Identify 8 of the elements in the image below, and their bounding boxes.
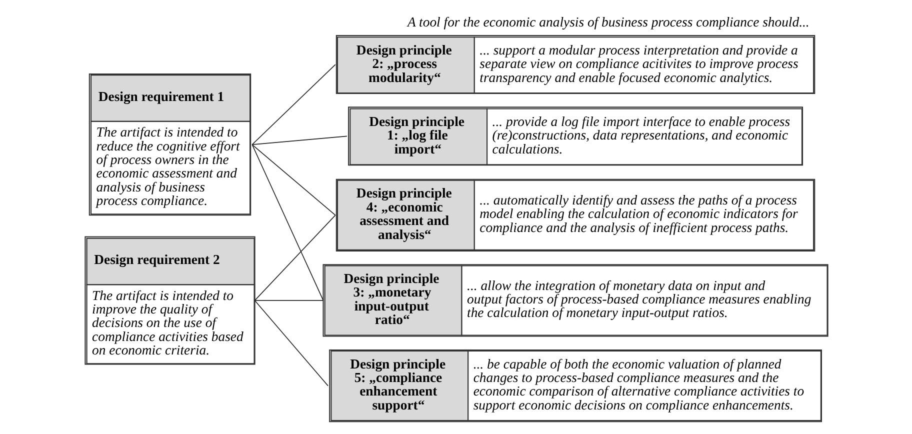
connector [251,136,347,145]
connector [251,144,336,216]
connector [251,144,324,301]
connector [254,300,328,386]
diagram-title: A tool for the economic analysis of business process compliance should... [407,14,809,30]
connector [254,214,336,301]
connector [254,300,324,301]
connector [251,64,336,145]
